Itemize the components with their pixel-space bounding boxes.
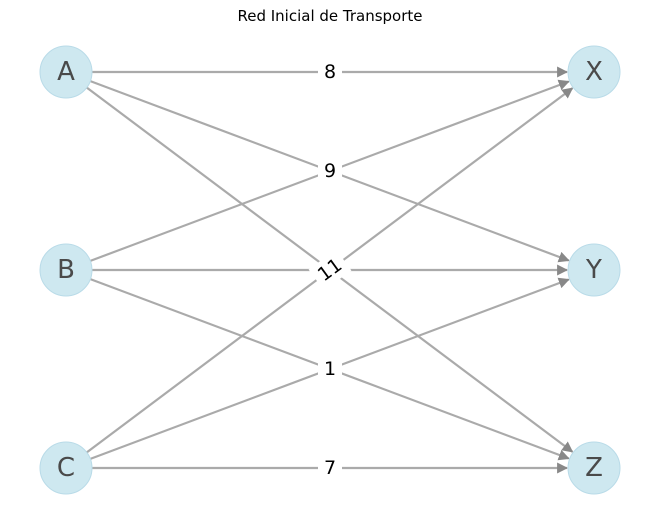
node-x: X <box>567 45 621 99</box>
edge-label-0: 8 <box>318 59 342 85</box>
node-circle <box>39 45 93 99</box>
edge-label-text: 9 <box>324 160 336 182</box>
node-circle <box>567 45 621 99</box>
edge-label-text: 8 <box>324 61 336 83</box>
node-y: Y <box>567 243 621 297</box>
edge-label-text: 1 <box>324 358 336 380</box>
node-circle <box>567 441 621 495</box>
edge-label-text: 7 <box>324 457 336 479</box>
node-label: X <box>585 57 603 87</box>
node-circle <box>39 243 93 297</box>
node-label: Y <box>585 255 602 285</box>
node-a: A <box>39 45 93 99</box>
node-z: Z <box>567 441 621 495</box>
node-label: Z <box>585 453 603 483</box>
node-circle <box>567 243 621 297</box>
node-c: C <box>39 441 93 495</box>
edge-label-background <box>318 59 342 85</box>
edge-label-background <box>308 249 352 291</box>
edge-label-background <box>318 158 342 184</box>
edge-label-2: 11 <box>308 249 352 291</box>
edge-label-4: 7 <box>318 455 342 481</box>
node-circle <box>39 441 93 495</box>
node-label: A <box>57 57 75 87</box>
node-label: C <box>57 453 75 483</box>
edge-label-background <box>318 356 342 382</box>
edge-label-3: 1 <box>318 356 342 382</box>
edge-label-background <box>318 455 342 481</box>
edge-label-1: 9 <box>318 158 342 184</box>
diagram-title: Red Inicial de Transporte <box>237 7 423 25</box>
node-label: B <box>57 255 75 285</box>
nodes-layer: A B C X Y Z <box>39 45 621 495</box>
node-b: B <box>39 243 93 297</box>
